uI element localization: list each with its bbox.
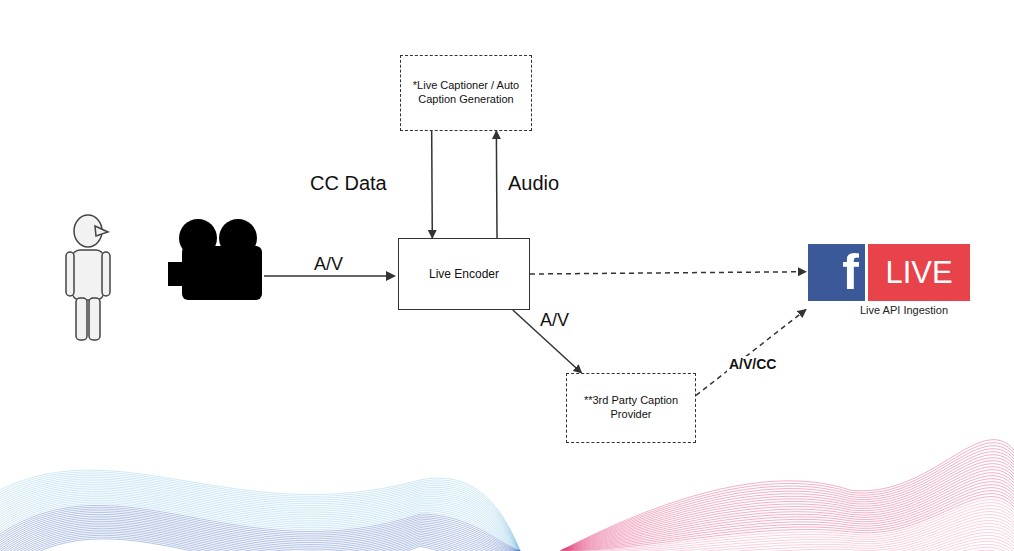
connector-arrow [431,131,433,238]
person-figure [66,215,110,340]
logo-caption: Live API Ingestion [860,304,948,316]
captioner-box: *Live Captioner / Auto Caption Generatio… [400,55,532,131]
logo-word: LIVE [868,244,970,301]
edge-label: CC Data [308,172,389,195]
facebook-live-logo: fLIVE Live API Ingestion [806,244,972,328]
connector-arrow [513,310,582,373]
signal-label: A/V [312,254,345,275]
node-text: Live Encoder [429,267,499,282]
edge-label: A/V/CC [727,356,778,372]
edge-label: Audio [506,172,561,195]
provider-box: **3rd Party Caption Provider [566,373,696,443]
logo-letter: f [808,244,865,301]
connector-arrow [696,310,806,396]
connector-arrow [530,272,806,274]
node-text: *Live Captioner / Auto Caption Generatio… [411,79,521,107]
process-box: Live Encoder [398,238,530,310]
node-text: **3rd Party Caption Provider [579,394,683,422]
edge-label: A/V [538,310,571,331]
camera-icon [168,219,262,300]
connector-arrow [496,131,498,238]
wave-decoration [0,440,1014,551]
